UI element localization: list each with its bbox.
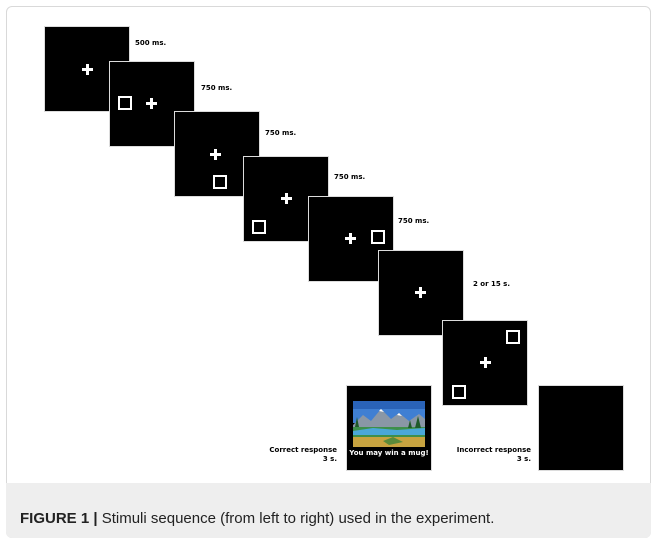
incorrect-response-label: Incorrect response 3 s. bbox=[443, 446, 531, 464]
correct-response-text: Correct response bbox=[269, 446, 337, 454]
incorrect-response-time: 3 s. bbox=[516, 455, 531, 463]
duration-label-screen4: 750 ms. bbox=[334, 173, 366, 181]
correct-response-time: 3 s. bbox=[322, 455, 337, 463]
cue-square bbox=[213, 175, 227, 189]
fixation-cross bbox=[415, 287, 426, 298]
caption-bar bbox=[6, 483, 651, 538]
duration-label-screen3: 750 ms. bbox=[265, 129, 297, 137]
duration-label-screen6: 2 or 15 s. bbox=[473, 280, 511, 288]
incorrect-response-text: Incorrect response bbox=[456, 446, 531, 454]
fixation-cross bbox=[146, 98, 157, 109]
fixation-cross bbox=[281, 193, 292, 204]
screen-correct-feedback: You may win a mug! bbox=[347, 386, 431, 470]
duration-label-screen1: 500 ms. bbox=[135, 39, 167, 47]
reward-message: You may win a mug! bbox=[349, 449, 429, 457]
duration-label-screen2: 750 ms. bbox=[201, 84, 233, 92]
fixation-cross bbox=[210, 149, 221, 160]
screen-probe bbox=[443, 321, 527, 405]
reward-landscape-image bbox=[353, 401, 425, 447]
cue-square bbox=[371, 230, 385, 244]
cue-square bbox=[252, 220, 266, 234]
caption-text: Stimuli sequence (from left to right) us… bbox=[97, 510, 495, 527]
duration-label-screen5: 750 ms. bbox=[398, 217, 430, 225]
cue-square bbox=[118, 96, 132, 110]
fixation-cross bbox=[345, 233, 356, 244]
figure-caption: FIGURE 1 | Stimuli sequence (from left t… bbox=[20, 510, 494, 527]
probe-square-bottom-left bbox=[452, 385, 466, 399]
screen-incorrect-feedback bbox=[539, 386, 623, 470]
probe-square-top-right bbox=[506, 330, 520, 344]
fixation-cross bbox=[82, 64, 93, 75]
correct-response-label: Correct response 3 s. bbox=[252, 446, 337, 464]
fixation-cross bbox=[480, 357, 491, 368]
figure-label: FIGURE 1 | bbox=[20, 510, 98, 527]
landscape-image bbox=[353, 401, 425, 447]
